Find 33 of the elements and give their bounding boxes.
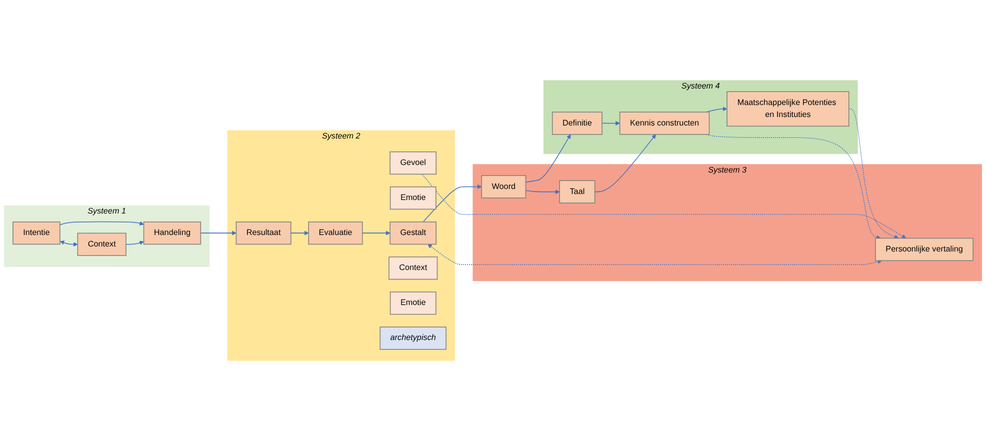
arrow [594,134,656,192]
node-box: Gevoel [390,151,436,175]
node-box: Taal [559,180,596,204]
arrow [706,106,728,112]
node-box: Emotie [390,186,436,210]
node-box: Emotie [390,292,436,315]
arrow [848,108,899,239]
arrow [200,230,236,236]
node-box: archetypisch [380,326,446,350]
arrow [362,230,390,236]
node-box: Context [77,232,126,256]
arrow [706,134,881,240]
arrow [428,244,882,266]
node-box: Handeling [143,222,202,245]
node-box: Woord [481,175,526,198]
node-box: Persoonlijke vertaling [875,238,974,261]
node-box: Context [388,256,438,280]
arrow [422,174,906,238]
node-box: Kennis constructen [619,112,710,135]
node-box: Resultaat [236,222,292,245]
arrow [126,240,144,245]
arrow [60,240,78,247]
arrow [525,134,571,183]
arrow [525,190,560,194]
node-box: Intentie [12,222,60,245]
node-box: Gestalt [390,222,436,245]
node-box: Evaluatie [308,222,363,245]
arrow [290,230,309,236]
node-box: Definitie [552,112,602,135]
arrow [602,121,620,126]
node-box: Maatschappelijke Potenties en Instituties [726,91,850,127]
arrow [60,221,144,226]
arrow [422,184,482,222]
